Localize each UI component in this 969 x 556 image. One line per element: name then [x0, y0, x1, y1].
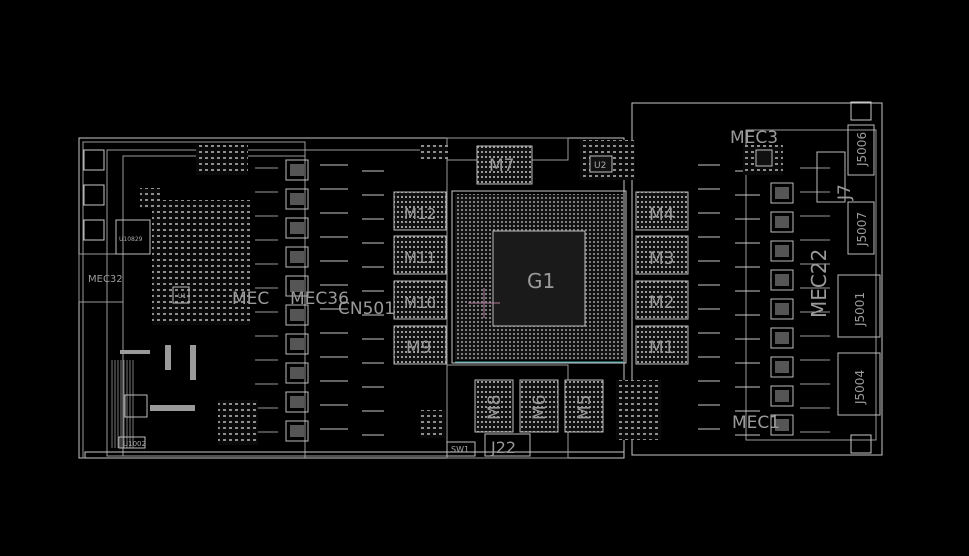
inductor-left — [285, 159, 309, 181]
vrm-right — [770, 182, 794, 436]
gpu-label: G1 — [527, 269, 555, 293]
sw1-label: SW1 — [451, 445, 469, 454]
inductor-core-left — [290, 425, 304, 437]
inductor-right — [770, 211, 794, 233]
j22-label: J22 — [490, 438, 516, 457]
u10829-label: U10829 — [119, 236, 143, 243]
memory-label-m7: M7 — [489, 156, 514, 176]
j5004-label: J5004 — [853, 370, 867, 405]
mec-overlap-label: MEC — [232, 289, 269, 309]
j5007-label: J5007 — [855, 212, 869, 247]
inductor-core-right — [775, 274, 789, 286]
inductor-core-left — [290, 280, 304, 292]
inductor-left — [285, 362, 309, 384]
memory-right: M4 M3 M2 M1 — [635, 191, 689, 365]
u1002-label: U1002 — [123, 440, 146, 448]
inductor-core-right — [775, 419, 789, 431]
dense-components: U1002 U10829 — [115, 145, 258, 449]
inductor-core-right — [775, 332, 789, 344]
j7-label: J7 — [835, 184, 855, 201]
inductor-core-right — [775, 390, 789, 402]
inductor-left — [285, 217, 309, 239]
component-labels: MEC3 MEC1 MEC22 MEC36 MEC MEC32 CN501 J7… — [88, 128, 869, 457]
inductor-right — [770, 356, 794, 378]
inductor-right — [770, 327, 794, 349]
memory-label-m4: M4 — [649, 205, 674, 225]
u2-label: U2 — [594, 161, 606, 171]
memory-label-m11: M11 — [404, 249, 436, 267]
inductor-core-left — [290, 222, 304, 234]
inductor-core-left — [290, 193, 304, 205]
memory-label-m2: M2 — [649, 293, 674, 313]
mec36-label: MEC36 — [290, 289, 349, 309]
inductor-right — [770, 298, 794, 320]
u1-label: U1 — [178, 293, 186, 300]
inductor-left — [285, 420, 309, 442]
inductor-core-right — [775, 187, 789, 199]
memory-top-bottom: M7 M8 M6 M5 — [474, 145, 604, 433]
inductor-left — [285, 188, 309, 210]
inductor-left — [285, 246, 309, 268]
inductor-core-right — [775, 303, 789, 315]
vrm-left — [285, 159, 309, 442]
memory-label-m8: M8 — [485, 395, 505, 420]
inductor-core-left — [290, 251, 304, 263]
memory-label-m9: M9 — [406, 338, 431, 358]
mec32-label: MEC32 — [88, 274, 123, 285]
memory-label-m3: M3 — [649, 249, 674, 269]
inductor-core-left — [290, 309, 304, 321]
inductor-right — [770, 182, 794, 204]
trace-lines — [111, 164, 830, 448]
inductor-right — [770, 269, 794, 291]
inductor-core-left — [290, 396, 304, 408]
memory-label-m6: M6 — [530, 395, 550, 420]
inductor-core-right — [775, 245, 789, 257]
inductor-left — [285, 391, 309, 413]
cn501-label: CN501 — [338, 299, 395, 319]
j5001-label: J5001 — [853, 292, 867, 327]
inductor-core-left — [290, 367, 304, 379]
inductor-right — [770, 240, 794, 262]
memory-label-m1: M1 — [649, 338, 674, 358]
inductor-right — [770, 414, 794, 436]
memory-left: M12 M11 M10 M9 — [393, 191, 447, 365]
inductor-left — [285, 304, 309, 326]
inductor-core-right — [775, 216, 789, 228]
inductor-right — [770, 385, 794, 407]
j5006-label: J5006 — [855, 132, 869, 167]
inductor-left — [285, 275, 309, 297]
memory-label-m10: M10 — [404, 294, 436, 312]
right-components: U2 — [420, 124, 881, 457]
mounting-holes — [83, 101, 872, 454]
memory-label-m5: M5 — [575, 395, 595, 420]
inductor-core-right — [775, 361, 789, 373]
gpu-g1: G1 — [451, 190, 627, 364]
mec22-label: MEC22 — [807, 249, 831, 318]
mec3-label: MEC3 — [730, 128, 778, 148]
inductor-left — [285, 333, 309, 355]
mec1-label: MEC1 — [732, 413, 780, 433]
inductor-core-left — [290, 164, 304, 176]
inductor-core-left — [290, 338, 304, 350]
memory-label-m12: M12 — [404, 205, 436, 223]
